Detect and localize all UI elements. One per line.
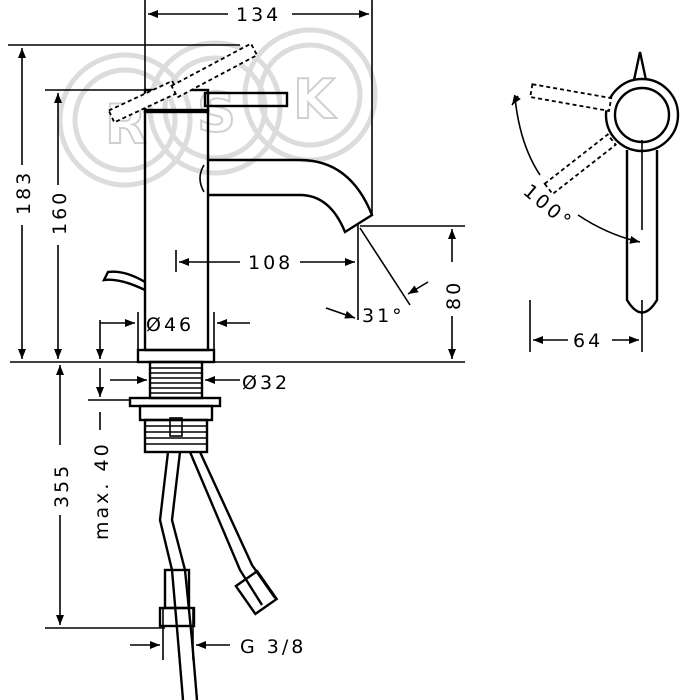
faucet-front-view — [101, 42, 374, 700]
dim-g38-group: G 3/8 — [130, 608, 306, 660]
popup-rod — [101, 270, 146, 292]
shank-threads — [150, 367, 202, 394]
hose-right — [188, 451, 264, 606]
dim-max-thickness: max. 40 — [91, 441, 113, 540]
dim-spout-reach: 108 — [248, 252, 293, 274]
side-lever-alt-lower — [543, 133, 617, 196]
dim-lever-angle: 100° — [519, 180, 577, 234]
dim-183-group: 183 — [8, 44, 240, 359]
dim-shank-diameter: Ø32 — [242, 372, 290, 394]
spout-seam — [199, 164, 205, 193]
side-lever-tip — [632, 51, 648, 81]
watermark-logo: R S K — [57, 27, 378, 188]
lever-alt-positions — [107, 79, 179, 124]
dim-spout-angle: 31° — [362, 305, 405, 327]
dim-46-group: Ø46 — [100, 312, 250, 350]
angle-arc-bottom — [577, 214, 641, 244]
dim-height-total: 183 — [13, 170, 35, 215]
hose-right-outer — [198, 451, 276, 599]
nut-threads — [145, 425, 207, 445]
hose-nut-left — [158, 606, 196, 628]
dim-side-width: 64 — [573, 330, 603, 352]
hose-left-outer — [170, 451, 199, 700]
dim-connection: G 3/8 — [240, 636, 306, 658]
hose-fitting-right — [234, 569, 279, 616]
mounting-nut — [143, 418, 209, 454]
hose-left — [158, 451, 185, 700]
dim-32-group: Ø32 — [110, 372, 290, 394]
dim-31-group: 31° — [325, 227, 429, 327]
faucet-base — [136, 348, 216, 364]
dim-80-group: 80 — [360, 225, 465, 359]
dim-shank-length: 355 — [51, 463, 73, 508]
dim-134-group: 134 — [144, 0, 373, 215]
side-lever-alt-upper — [529, 83, 613, 112]
mounting-washer — [128, 396, 222, 408]
dim-108-group: 108 — [175, 225, 359, 320]
dim-355-group: 355 — [45, 365, 165, 629]
dim-max40-group: max. 40 — [88, 368, 130, 540]
dim-160-group: 160 — [45, 89, 145, 359]
dim-height-lever: 160 — [49, 190, 71, 235]
nut-screw — [169, 417, 183, 437]
lever-handle — [203, 91, 289, 108]
watermark-letter-k: K — [293, 68, 337, 131]
dim-spout-height: 80 — [443, 280, 465, 310]
faucet-side-view: 100° 64 — [511, 51, 680, 352]
dim-base-diameter: Ø46 — [146, 314, 194, 336]
angle-arc-top — [514, 97, 541, 176]
side-inner-circle — [613, 86, 671, 144]
dim-width-total: 134 — [236, 4, 281, 26]
